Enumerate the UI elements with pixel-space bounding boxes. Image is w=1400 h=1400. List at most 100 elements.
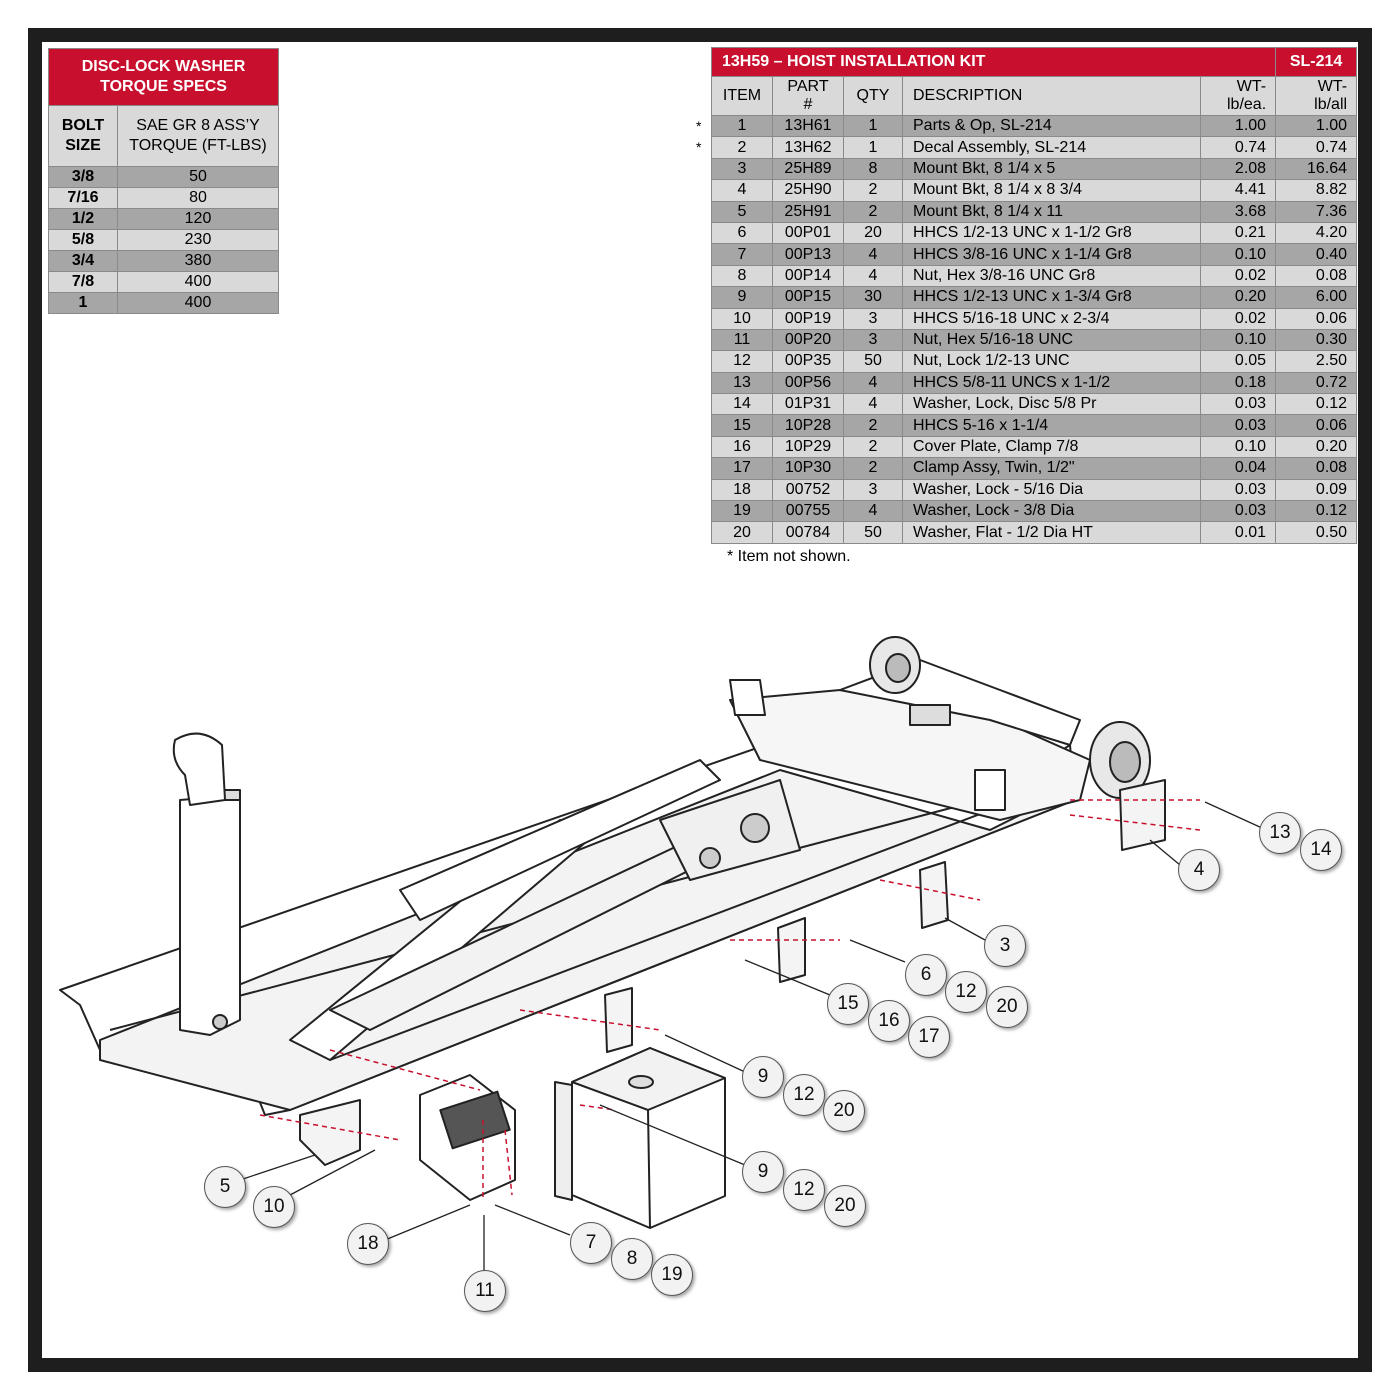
torque-header: SAE GR 8 ASS’Y TORQUE (FT-LBS) (117, 105, 279, 167)
torque-value: 120 (117, 208, 279, 230)
part-header: PART # (772, 76, 844, 116)
tank-bracket (554, 1081, 573, 1201)
weight-total-cell: 0.50 (1275, 521, 1358, 544)
weight-total-cell: 0.30 (1275, 328, 1358, 352)
weight-each-cell: 0.18 (1199, 371, 1277, 395)
callout-balloon: 18 (347, 1223, 389, 1265)
description-cell: Mount Bkt, 8 1/4 x 5 (902, 157, 1201, 181)
callout-balloon: 3 (984, 925, 1026, 967)
mount-bracket (919, 861, 949, 929)
weight-total-cell: 0.74 (1275, 136, 1358, 159)
part-number-cell: 00P35 (772, 350, 844, 373)
callout-balloon: 14 (1300, 829, 1342, 871)
item-cell: 18 (711, 478, 773, 502)
description-cell: Nut, Lock 1/2-13 UNC (902, 350, 1201, 373)
qty-cell: 50 (843, 350, 903, 373)
model-label: SL-214 (1275, 47, 1358, 77)
item-cell: 1 (711, 114, 773, 138)
item-cell: 15 (711, 414, 773, 437)
part-number-cell: 13H61 (772, 114, 844, 138)
callout-balloon: 12 (783, 1169, 825, 1211)
part-number-cell: 01P31 (772, 393, 844, 416)
weight-total-cell: 16.64 (1275, 157, 1358, 181)
hook-arm (179, 794, 241, 1036)
callout-balloon: 16 (868, 1000, 910, 1042)
callout-balloon: 13 (1259, 812, 1301, 854)
weight-total-cell: 1.00 (1275, 114, 1358, 138)
part-number-cell: 10P29 (772, 435, 844, 459)
bolt-size-header: BOLT SIZE (48, 105, 118, 167)
weight-each-cell: 0.20 (1199, 286, 1277, 309)
torque-value: 400 (117, 292, 279, 314)
bolt-size: 5/8 (48, 229, 118, 251)
callout-balloon: 9 (742, 1151, 784, 1193)
qty-cell: 30 (843, 286, 903, 309)
torque-value: 230 (117, 229, 279, 251)
weight-total-cell: 0.06 (1275, 307, 1358, 330)
callout-balloon: 10 (253, 1186, 295, 1228)
qty-cell: 2 (843, 435, 903, 459)
weight-total-cell: 7.36 (1275, 200, 1358, 223)
description-cell: Decal Assembly, SL-214 (902, 136, 1201, 159)
wt-all-header: WT-lb/all (1275, 76, 1358, 116)
weight-total-cell: 0.08 (1275, 264, 1358, 288)
description-cell: Washer, Lock - 3/8 Dia (902, 500, 1201, 523)
callout-balloon: 11 (464, 1270, 506, 1312)
callout-balloon: 7 (570, 1222, 612, 1264)
callout-balloon: 20 (986, 986, 1028, 1028)
bolt-size: 1 (48, 292, 118, 314)
not-shown-marker: * (696, 139, 702, 155)
not-shown-marker: * (696, 118, 702, 134)
weight-each-cell: 0.10 (1199, 243, 1277, 266)
qty-cell: 50 (843, 521, 903, 544)
table-footnote: * Item not shown. (727, 548, 851, 565)
description-cell: Clamp Assy, Twin, 1/2" (902, 457, 1201, 480)
weight-each-cell: 0.04 (1199, 457, 1277, 480)
qty-cell: 2 (843, 179, 903, 202)
item-cell: 20 (711, 521, 773, 544)
weight-each-cell: 0.02 (1199, 264, 1277, 288)
bolt-size: 1/2 (48, 208, 118, 230)
callout-balloon: 5 (204, 1166, 246, 1208)
item-cell: 19 (711, 500, 773, 523)
callout-balloon: 20 (824, 1185, 866, 1227)
description-cell: Washer, Flat - 1/2 Dia HT (902, 521, 1201, 544)
callout-balloon: 4 (1178, 849, 1220, 891)
description-cell: Washer, Lock - 5/16 Dia (902, 478, 1201, 502)
kit-table-title: 13H59 – HOIST INSTALLATION KIT (710, 47, 1277, 77)
hook (172, 732, 226, 806)
item-cell: 9 (711, 286, 773, 309)
part-number-cell: 00P01 (772, 221, 844, 245)
weight-each-cell: 0.21 (1199, 221, 1277, 245)
item-cell: 14 (711, 393, 773, 416)
item-cell: 11 (711, 328, 773, 352)
part-number-cell: 00P19 (772, 307, 844, 330)
qty-cell: 1 (843, 114, 903, 138)
callout-balloon: 12 (783, 1074, 825, 1116)
part-number-cell: 00755 (772, 500, 844, 523)
part-number-cell: 25H91 (772, 200, 844, 223)
weight-total-cell: 0.06 (1275, 414, 1358, 437)
weight-each-cell: 0.10 (1199, 435, 1277, 459)
part-number-cell: 13H62 (772, 136, 844, 159)
qty-cell: 2 (843, 200, 903, 223)
part-number-cell: 10P30 (772, 457, 844, 480)
callout-balloon: 9 (742, 1056, 784, 1098)
description-cell: HHCS 5/16-18 UNC x 2-3/4 (902, 307, 1201, 330)
part-number-cell: 00752 (772, 478, 844, 502)
description-cell: Mount Bkt, 8 1/4 x 8 3/4 (902, 179, 1201, 202)
weight-total-cell: 0.12 (1275, 500, 1358, 523)
description-cell: HHCS 5-16 x 1-1/4 (902, 414, 1201, 437)
